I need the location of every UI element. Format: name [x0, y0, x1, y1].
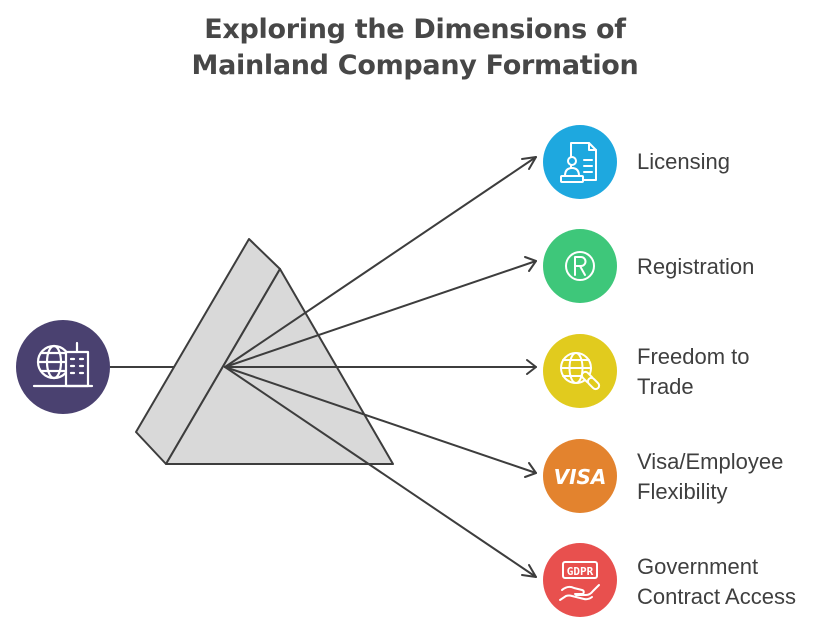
gdpr-text: GDPR — [567, 565, 594, 578]
item-node-licensing — [543, 125, 617, 199]
label-freedom-to-trade-line-2: Trade — [637, 374, 694, 399]
prism — [135, 238, 394, 465]
arrowhead-freedom-to-trade — [526, 359, 537, 375]
ray-visa-employee — [224, 366, 537, 474]
page-title-line-2: Mainland Company Formation — [191, 50, 639, 81]
arrowhead-licensing — [521, 156, 537, 170]
label-registration: Registration — [637, 254, 755, 279]
ray-government-contract — [224, 366, 537, 578]
ray-licensing — [224, 156, 537, 368]
label-government-contract-line-2: Contract Access — [637, 584, 796, 609]
label-visa-employee-line-2: Flexibility — [637, 479, 728, 504]
label-licensing: Licensing — [637, 149, 730, 174]
certificate-icon — [560, 142, 597, 183]
item-circle-freedom-to-trade — [543, 334, 617, 408]
item-circle-licensing — [543, 125, 617, 199]
globe-link-icon — [560, 352, 601, 391]
label-visa-employee: Visa/Employee Flexibility — [637, 447, 783, 507]
label-government-contract-line-1: Government — [637, 554, 759, 579]
arrowhead-visa-employee — [524, 462, 537, 478]
item-node-visa-employee: VISA — [543, 439, 617, 513]
label-freedom-to-trade-line-1: Freedom to — [637, 344, 750, 369]
rays — [224, 156, 537, 578]
gdpr-hand-icon — [559, 561, 600, 601]
registered-mark-icon — [565, 251, 595, 281]
label-freedom-to-trade: Freedom to Trade — [637, 342, 750, 402]
arrowhead-government-contract — [521, 564, 537, 578]
arrowhead-registration — [524, 256, 537, 272]
item-node-registration — [543, 229, 617, 303]
label-government-contract: Government Contract Access — [637, 552, 796, 612]
ray-registration — [224, 260, 537, 368]
visa-icon: VISA — [554, 465, 607, 489]
label-visa-employee-line-1: Visa/Employee — [637, 449, 784, 474]
item-circle-government-contract — [543, 543, 617, 617]
item-node-freedom-to-trade — [543, 334, 617, 408]
item-node-government-contract: GDPR — [543, 543, 617, 617]
item-circle-visa-employee — [543, 439, 617, 513]
source-node — [16, 320, 110, 414]
source-circle — [16, 320, 110, 414]
globe-building-icon — [32, 341, 94, 388]
page-title-line-1: Exploring the Dimensions of — [204, 14, 626, 45]
